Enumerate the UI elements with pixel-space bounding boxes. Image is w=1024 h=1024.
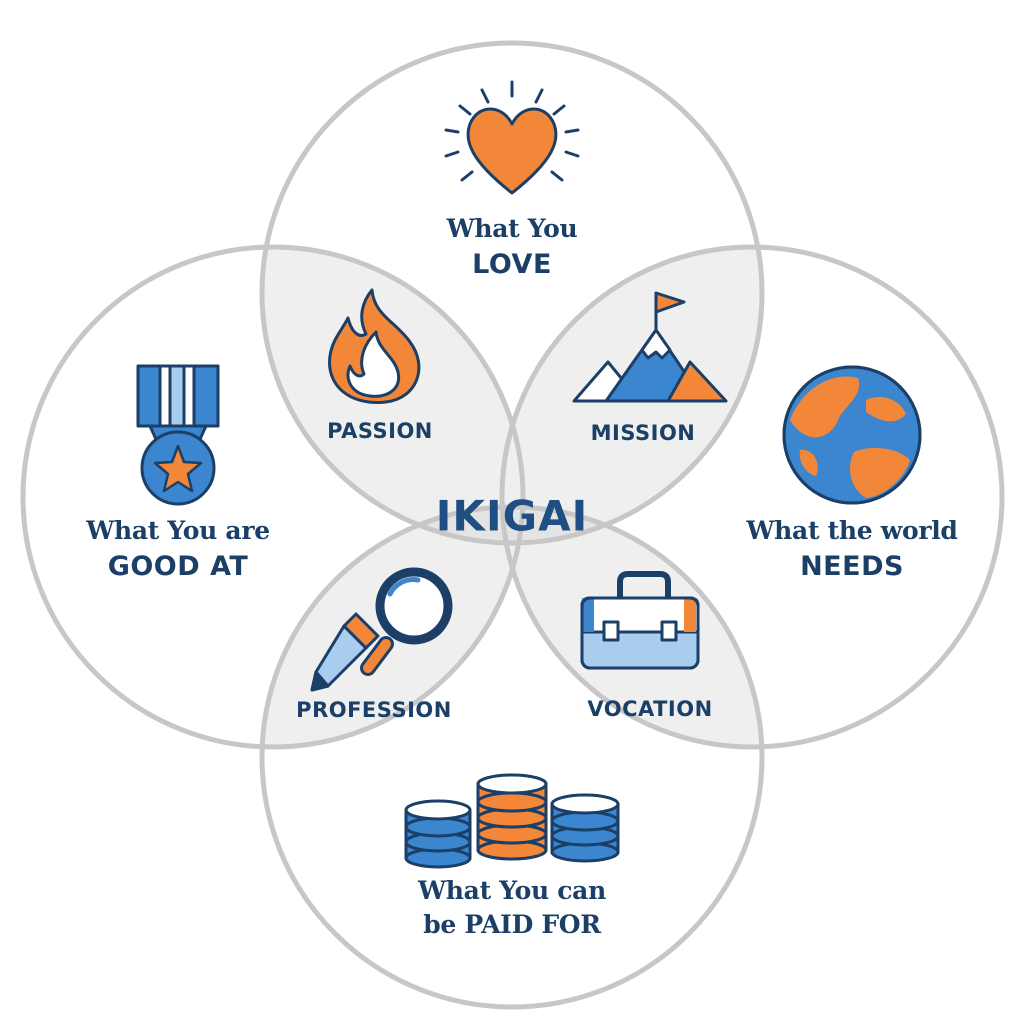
label-paid-for-line2: be PAID FOR (423, 910, 601, 939)
circle-good-at (20, 244, 526, 750)
label-love-line2: LOVE (472, 249, 552, 280)
circle-love (259, 40, 765, 546)
label-paid-for-line1: What You can (418, 876, 606, 905)
heart-icon (444, 80, 580, 195)
label-love: What You LOVE (447, 212, 578, 284)
label-good-at: What You are GOOD AT (86, 514, 270, 586)
center-title: IKIGAI (435, 491, 589, 541)
flame-icon (328, 288, 421, 404)
label-world-needs-line2: NEEDS (800, 551, 904, 582)
magnifier-pencil-icon (310, 567, 453, 692)
label-passion: PASSION (327, 419, 433, 443)
label-world-needs-line1: What the world (746, 516, 958, 545)
circle-paid-for (259, 504, 765, 1010)
briefcase-icon (580, 571, 700, 670)
label-paid-for: What You can be PAID FOR (418, 874, 606, 942)
label-love-line1: What You (446, 214, 578, 243)
label-mission: MISSION (590, 421, 696, 445)
coins-icon (404, 773, 620, 869)
circle-world-needs (499, 244, 1005, 750)
label-world-needs: What the world NEEDS (746, 514, 957, 586)
label-vocation: VOCATION (587, 697, 713, 721)
label-good-at-line1: What You are (86, 516, 270, 545)
medal-icon (136, 364, 220, 506)
label-good-at-line2: GOOD AT (107, 551, 249, 582)
globe-icon (782, 365, 922, 505)
mountain-flag-icon (572, 291, 728, 403)
label-profession: PROFESSION (296, 698, 452, 722)
